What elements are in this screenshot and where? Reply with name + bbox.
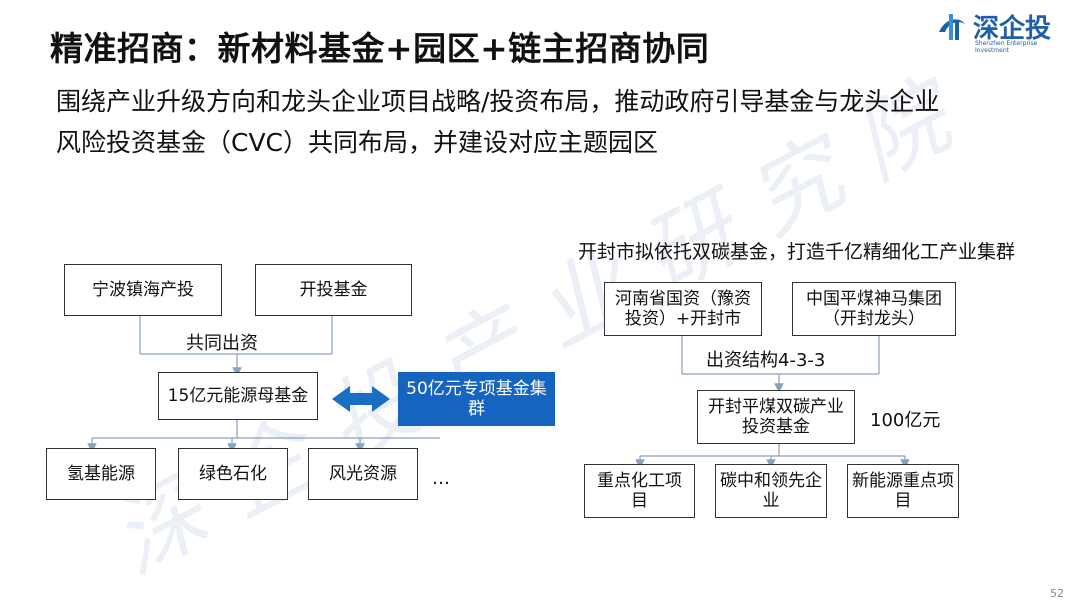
left-investor-lines <box>139 316 333 377</box>
logo-name: 深企投 <box>973 14 1052 44</box>
investor-box-henan: 河南省国资（豫资投资）+开封市 <box>604 282 762 336</box>
subfund-box-petrochem: 绿色石化 <box>178 448 288 500</box>
left-subfund-lines <box>87 420 440 453</box>
double-arrow-icon <box>332 386 390 412</box>
special-fund-cluster-box: 50亿元专项基金集群 <box>398 372 555 426</box>
subtitle-line-2: 风险投资基金（CVC）共同布局，并建设对应主题园区 <box>56 128 659 157</box>
investor-box-zhenhai: 宁波镇海产投 <box>64 264 222 316</box>
subtitle-line-1: 围绕产业升级方向和龙头企业项目战略/投资布局，推动政府引导基金与龙头企业 <box>56 87 940 116</box>
page-number: 52 <box>1050 587 1064 600</box>
subfund-box-wind-solar: 风光资源 <box>308 448 418 500</box>
logo-subtitle: Shenzhen Enterprise Investment <box>975 40 1038 54</box>
fund-size-label: 100亿元 <box>870 410 941 431</box>
joint-investment-label: 共同出资 <box>186 333 258 354</box>
right-diagram-heading: 开封市拟依托双碳基金，打造千亿精细化工产业集群 <box>578 241 1016 263</box>
investor-box-kaitou: 开投基金 <box>255 264 412 316</box>
project-box-carbon-neutral: 碳中和领先企业 <box>715 464 827 518</box>
subfund-box-hydrogen: 氢基能源 <box>46 448 156 500</box>
structure-label: 出资结构4-3-3 <box>706 350 826 371</box>
investor-box-pingmei: 中国平煤神马集团（开封龙头） <box>792 282 956 336</box>
more-ellipsis: … <box>432 468 450 489</box>
project-box-chemical: 重点化工项目 <box>584 464 695 518</box>
page-title: 精准招商：新材料基金+园区+链主招商协同 <box>50 29 710 68</box>
project-box-new-energy: 新能源重点项目 <box>847 464 959 518</box>
right-project-lines <box>635 444 910 469</box>
double-carbon-fund-box: 开封平煤双碳产业投资基金 <box>697 390 855 444</box>
right-investor-lines <box>681 336 880 393</box>
mother-fund-box: 15亿元能源母基金 <box>158 372 318 420</box>
logo-mark-icon <box>939 14 965 40</box>
company-logo: 深企投 Shenzhen Enterprise Investment <box>935 8 1055 54</box>
